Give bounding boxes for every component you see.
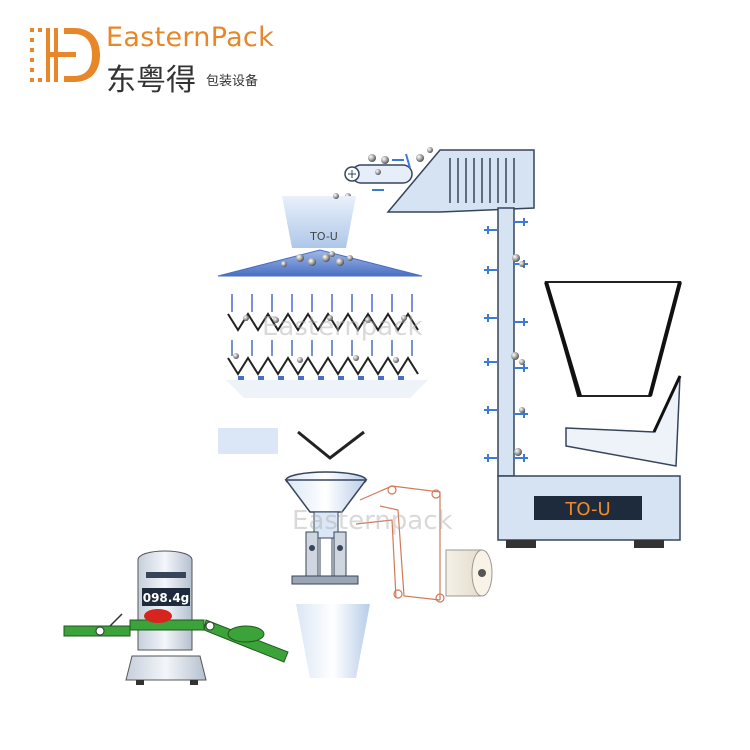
brand-suffix-cn: 包装设备 [206, 74, 259, 89]
logo-mark-icon [30, 28, 100, 82]
brand-name-en: EasternPack [106, 22, 275, 53]
elevator-display-text: TO-U [564, 499, 610, 520]
multihead-weigher: TO-U [217, 193, 428, 460]
hopper-label: TO-U [309, 230, 338, 243]
check-weigher: 098.4g [63, 550, 289, 685]
brand-name-cn: 东粤得 [106, 63, 196, 98]
bucket-elevator: TO-U [344, 147, 682, 548]
vffs-bagging-machine [284, 471, 493, 678]
scale-reading: 098.4g [143, 591, 190, 605]
